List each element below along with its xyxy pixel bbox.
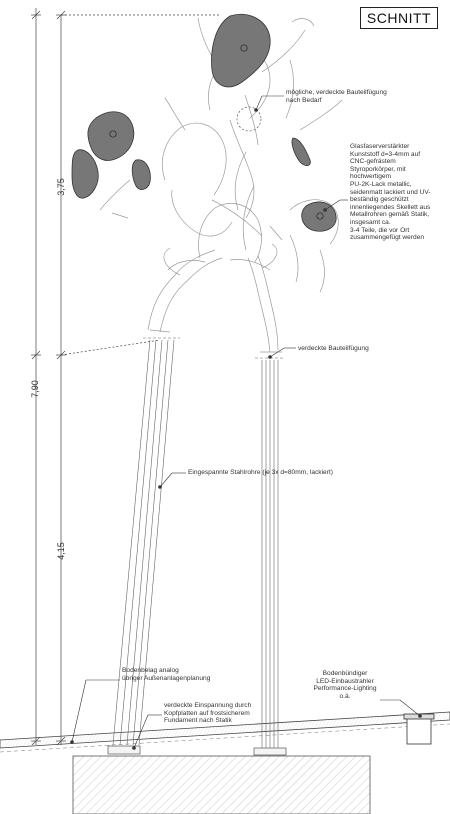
ground-surface xyxy=(0,711,450,753)
steel-tubes-left xyxy=(112,337,180,746)
led-fixture xyxy=(403,713,435,745)
steel-tubes-right xyxy=(255,357,285,748)
dimension-lower: 4,15 xyxy=(55,542,66,560)
note-floor: Bodenbelag analog übriger Außenanlagenpl… xyxy=(122,667,211,682)
note-steel-tubes: Eingespannte Stahlrohre (je 3x d=80mm, l… xyxy=(188,469,333,476)
note-joint-hidden: verdeckte Bauteilfügung xyxy=(298,345,369,352)
drawing-title: SCHNITT xyxy=(360,7,438,29)
joint-marker-optional xyxy=(236,106,262,132)
foundation xyxy=(72,745,371,814)
note-joint-optional: mögliche, verdeckte Bauteilfügung nach B… xyxy=(286,89,387,104)
leader-lines xyxy=(70,95,422,750)
dimension-upper: 3,75 xyxy=(55,178,66,196)
note-anchor: verdeckte Einspannung durch Kopfplatten … xyxy=(164,702,252,725)
note-material: Glasfaserverstärkter Kunststoff d=3-4mm … xyxy=(350,143,431,242)
hair-blobs xyxy=(71,13,337,232)
note-led: Bodenbündiger LED-Einbaustrahler Perform… xyxy=(313,670,377,700)
dimension-total: 7,90 xyxy=(29,380,40,398)
